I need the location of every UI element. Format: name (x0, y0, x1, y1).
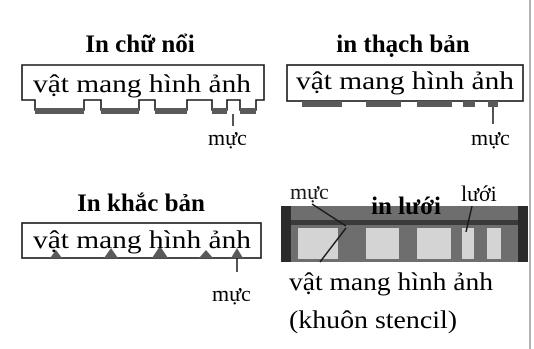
screen-frame-left (281, 206, 291, 262)
stencil-opening (487, 228, 501, 259)
intaglio-ink-groove (50, 250, 62, 258)
lithography-plate (286, 64, 524, 102)
lithography-ink-strip (417, 101, 452, 107)
relief-ink-layer (35, 108, 256, 114)
relief-ink-label: mực (208, 125, 247, 150)
screen-stencil-label: (khuôn stencil) (289, 307, 457, 334)
screen-stencil-pointer (319, 227, 347, 263)
intaglio-ink-layer (50, 246, 243, 258)
screen-mesh-line (291, 220, 518, 225)
relief-ink-strip (35, 108, 84, 114)
screen-frame-right (518, 206, 528, 262)
lithography-ink-label: mực (471, 125, 510, 150)
stencil-opening (298, 228, 338, 259)
relief-ink-strip (101, 108, 139, 114)
intaglio-ink-groove (104, 248, 118, 258)
screen-mesh-pointer (465, 205, 473, 233)
intaglio-title: In khắc bản (77, 190, 205, 217)
stencil-openings (298, 228, 501, 259)
screen-panel: mực in lưới lưới vật mang hình ảnh (khuô… (281, 179, 528, 334)
lithography-ink-strip (463, 101, 475, 107)
screen-mesh-label: lưới (461, 181, 497, 206)
relief-ink-strip (155, 108, 187, 114)
stencil-opening (417, 228, 451, 259)
intaglio-panel: In khắc bản vật mang hình ảnh mực (21, 190, 262, 306)
lithography-panel: in thạch bản vật mang hình ảnh mực (286, 31, 524, 150)
stencil-opening (462, 228, 474, 259)
lithography-ink-strip (366, 101, 401, 107)
stencil-opening (366, 228, 399, 259)
intaglio-plate (21, 222, 262, 259)
lithography-ink-strip (488, 101, 498, 107)
lithography-ink-layer (302, 101, 498, 107)
lithography-substrate-label: vật mang hình ảnh (296, 68, 515, 95)
intaglio-ink-groove (199, 250, 213, 258)
screen-ink-label: mực (290, 179, 329, 204)
relief-ink-strip (240, 108, 256, 114)
intaglio-ink-label: mực (212, 281, 251, 306)
relief-title: In chữ nổi (85, 31, 195, 58)
intaglio-ink-groove (231, 248, 243, 258)
relief-ink-strip (212, 108, 227, 114)
intaglio-ink-groove (152, 246, 168, 258)
lithography-title: in thạch bản (336, 31, 469, 58)
lithography-ink-strip (302, 101, 342, 107)
intaglio-substrate-label: vật mang hình ảnh (33, 227, 252, 254)
relief-panel: In chữ nổi vật mang hình ảnh mực (21, 31, 265, 150)
screen-ink-pointer (311, 203, 347, 227)
screen-title: in lưới (371, 193, 441, 220)
relief-substrate-label: vật mang hình ảnh (33, 71, 252, 98)
screen-substrate-label: vật mang hình ảnh (289, 269, 494, 296)
